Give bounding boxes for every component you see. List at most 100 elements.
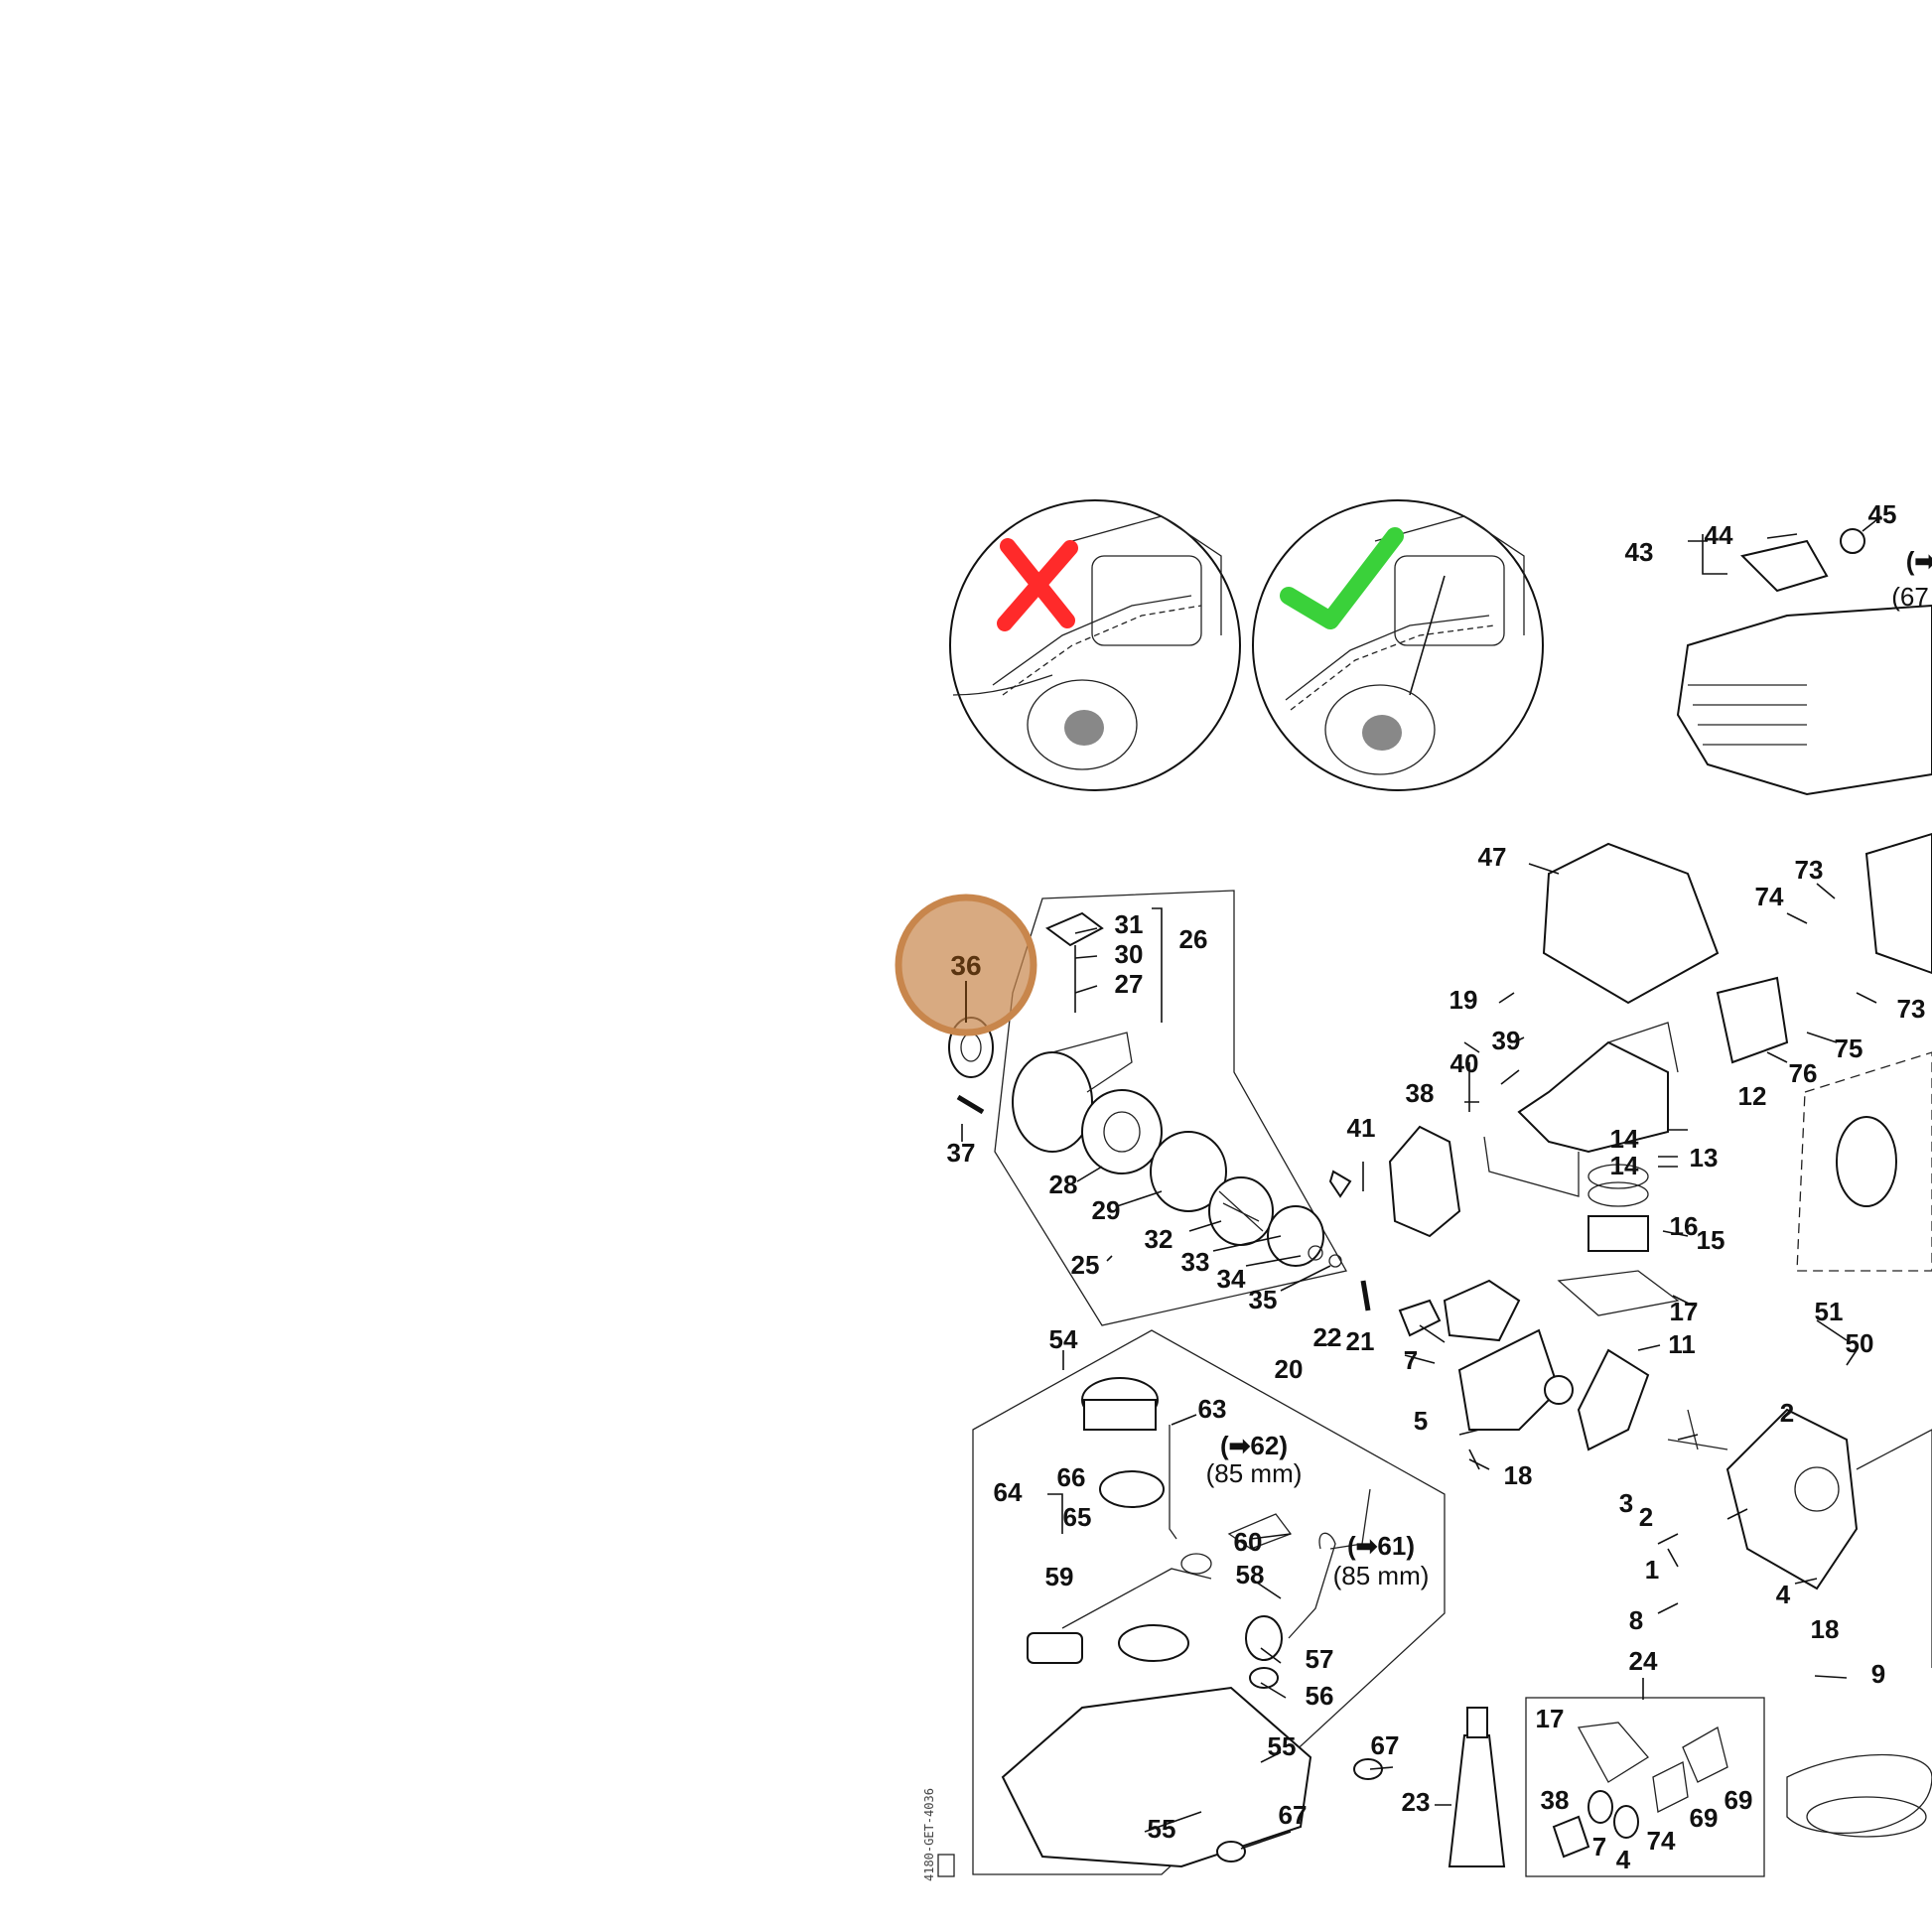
- callout-3: 3: [1619, 1488, 1633, 1518]
- callout-32: 32: [1145, 1224, 1173, 1254]
- callout-7: 7: [1404, 1345, 1418, 1375]
- callout-44: 44: [1705, 520, 1733, 550]
- callout-31: 31: [1115, 909, 1144, 939]
- callout-39: 39: [1492, 1026, 1521, 1055]
- callout-43: 43: [1625, 537, 1654, 567]
- callout-55a: 55: [1268, 1731, 1297, 1761]
- bracket-22: [1328, 1170, 1352, 1198]
- callout-14b: 14: [1610, 1151, 1639, 1180]
- callout-33: 33: [1181, 1247, 1210, 1277]
- callout-4b: 4: [1616, 1845, 1631, 1874]
- plug-67a: [1353, 1758, 1383, 1780]
- callout-5: 5: [1414, 1406, 1428, 1436]
- callout-67a: 67: [1371, 1730, 1400, 1760]
- callout-18: 18: [1504, 1460, 1533, 1490]
- callout-50: 50: [1846, 1328, 1874, 1358]
- callout-38b: 38: [1541, 1785, 1570, 1815]
- callout-2b: 2: [1639, 1502, 1653, 1532]
- screw-37: [956, 1094, 985, 1115]
- callout-15: 15: [1697, 1225, 1725, 1255]
- callout-63: 63: [1198, 1394, 1227, 1424]
- callout-69a: 69: [1725, 1785, 1753, 1815]
- callout-11: 11: [1668, 1329, 1696, 1359]
- callout-1: 1: [1645, 1555, 1659, 1585]
- callout-19: 19: [1449, 985, 1478, 1015]
- fuel-tank-assembly: [972, 1329, 1446, 1875]
- starter-assembly: [994, 890, 1347, 1326]
- callout-14a: 14: [1610, 1124, 1639, 1154]
- callout-29: 29: [1092, 1195, 1121, 1225]
- grease-tube-23: [1448, 1707, 1506, 1867]
- callout-12: 12: [1738, 1081, 1767, 1111]
- screw-41: [1360, 1280, 1371, 1311]
- callout-73b: 73: [1897, 994, 1926, 1024]
- callout-20: 20: [1275, 1354, 1304, 1384]
- callout-35: 35: [1249, 1285, 1278, 1314]
- callout-55b: 55: [1148, 1814, 1176, 1844]
- callout-62-ref: (➡62): [1220, 1431, 1288, 1460]
- callout-61-length: (85 mm): [1333, 1561, 1430, 1590]
- callout-62-length: (85 mm): [1206, 1458, 1303, 1488]
- callout-13: 13: [1690, 1143, 1719, 1173]
- callout-28: 28: [1049, 1170, 1078, 1199]
- callout-9: 9: [1871, 1659, 1885, 1689]
- callout-60: 60: [1234, 1527, 1263, 1557]
- callout-top-ref: (➡: [1906, 546, 1932, 576]
- callout-54: 54: [1049, 1324, 1078, 1354]
- gasket-kit-24: [1525, 1697, 1765, 1877]
- right-parts: [1716, 832, 1932, 1838]
- callout-69b: 69: [1690, 1803, 1719, 1833]
- highlight-marker: 36: [895, 894, 1037, 1036]
- callout-74b: 74: [1647, 1826, 1676, 1856]
- callout-7b: 7: [1592, 1832, 1606, 1862]
- callout-labels: 31 30 27 26 37 28 29 32 33 34 35 25 54 6…: [947, 499, 1932, 1874]
- drawing-code: 4180-GET-4036: [922, 1788, 955, 1881]
- callout-25: 25: [1071, 1250, 1100, 1280]
- callout-17b: 17: [1536, 1704, 1565, 1733]
- incorrect-routing-inset: [949, 499, 1241, 791]
- callout-27: 27: [1115, 969, 1144, 999]
- callout-30: 30: [1115, 939, 1144, 969]
- callout-8: 8: [1629, 1605, 1643, 1635]
- callout-73a: 73: [1795, 855, 1824, 885]
- check-mark-icon: [1280, 527, 1404, 629]
- callout-40: 40: [1450, 1048, 1479, 1078]
- highlighted-part-label: 36: [950, 950, 981, 981]
- callout-16: 16: [1670, 1211, 1699, 1241]
- callout-18b: 18: [1811, 1614, 1840, 1644]
- correct-routing-inset: [1252, 499, 1544, 791]
- callout-51: 51: [1815, 1297, 1844, 1326]
- drawing-code-text: 4180-GET-4036: [922, 1788, 936, 1881]
- callout-17: 17: [1670, 1297, 1699, 1326]
- callout-24: 24: [1629, 1646, 1658, 1676]
- callout-76: 76: [1789, 1058, 1818, 1088]
- callout-66: 66: [1057, 1462, 1086, 1492]
- callout-45: 45: [1868, 499, 1897, 529]
- fuel-hose-62: [1329, 1488, 1371, 1550]
- wrong-x-icon: [997, 538, 1078, 631]
- plug-67b: [1216, 1841, 1246, 1863]
- leader-lines: [961, 515, 1882, 1850]
- callout-64: 64: [994, 1477, 1023, 1507]
- callout-34: 34: [1217, 1264, 1246, 1294]
- callout-58: 58: [1236, 1560, 1265, 1589]
- callout-41: 41: [1347, 1113, 1376, 1143]
- callout-26: 26: [1179, 924, 1208, 954]
- engine-cover: [1676, 528, 1932, 796]
- callout-21: 21: [1346, 1326, 1375, 1356]
- callout-4: 4: [1776, 1580, 1791, 1609]
- callout-22: 22: [1313, 1322, 1342, 1352]
- callout-47: 47: [1478, 842, 1507, 872]
- engine-center: [1388, 842, 1859, 1590]
- callout-74: 74: [1755, 882, 1784, 911]
- callout-75: 75: [1835, 1034, 1863, 1063]
- callout-37: 37: [947, 1138, 976, 1168]
- callout-56: 56: [1306, 1681, 1334, 1711]
- callout-23: 23: [1402, 1787, 1431, 1817]
- callout-61-ref: (➡61): [1347, 1531, 1415, 1561]
- callout-65: 65: [1063, 1502, 1092, 1532]
- callout-59: 59: [1045, 1562, 1074, 1591]
- callout-2: 2: [1780, 1398, 1794, 1428]
- callout-top-length: (67: [1891, 582, 1929, 612]
